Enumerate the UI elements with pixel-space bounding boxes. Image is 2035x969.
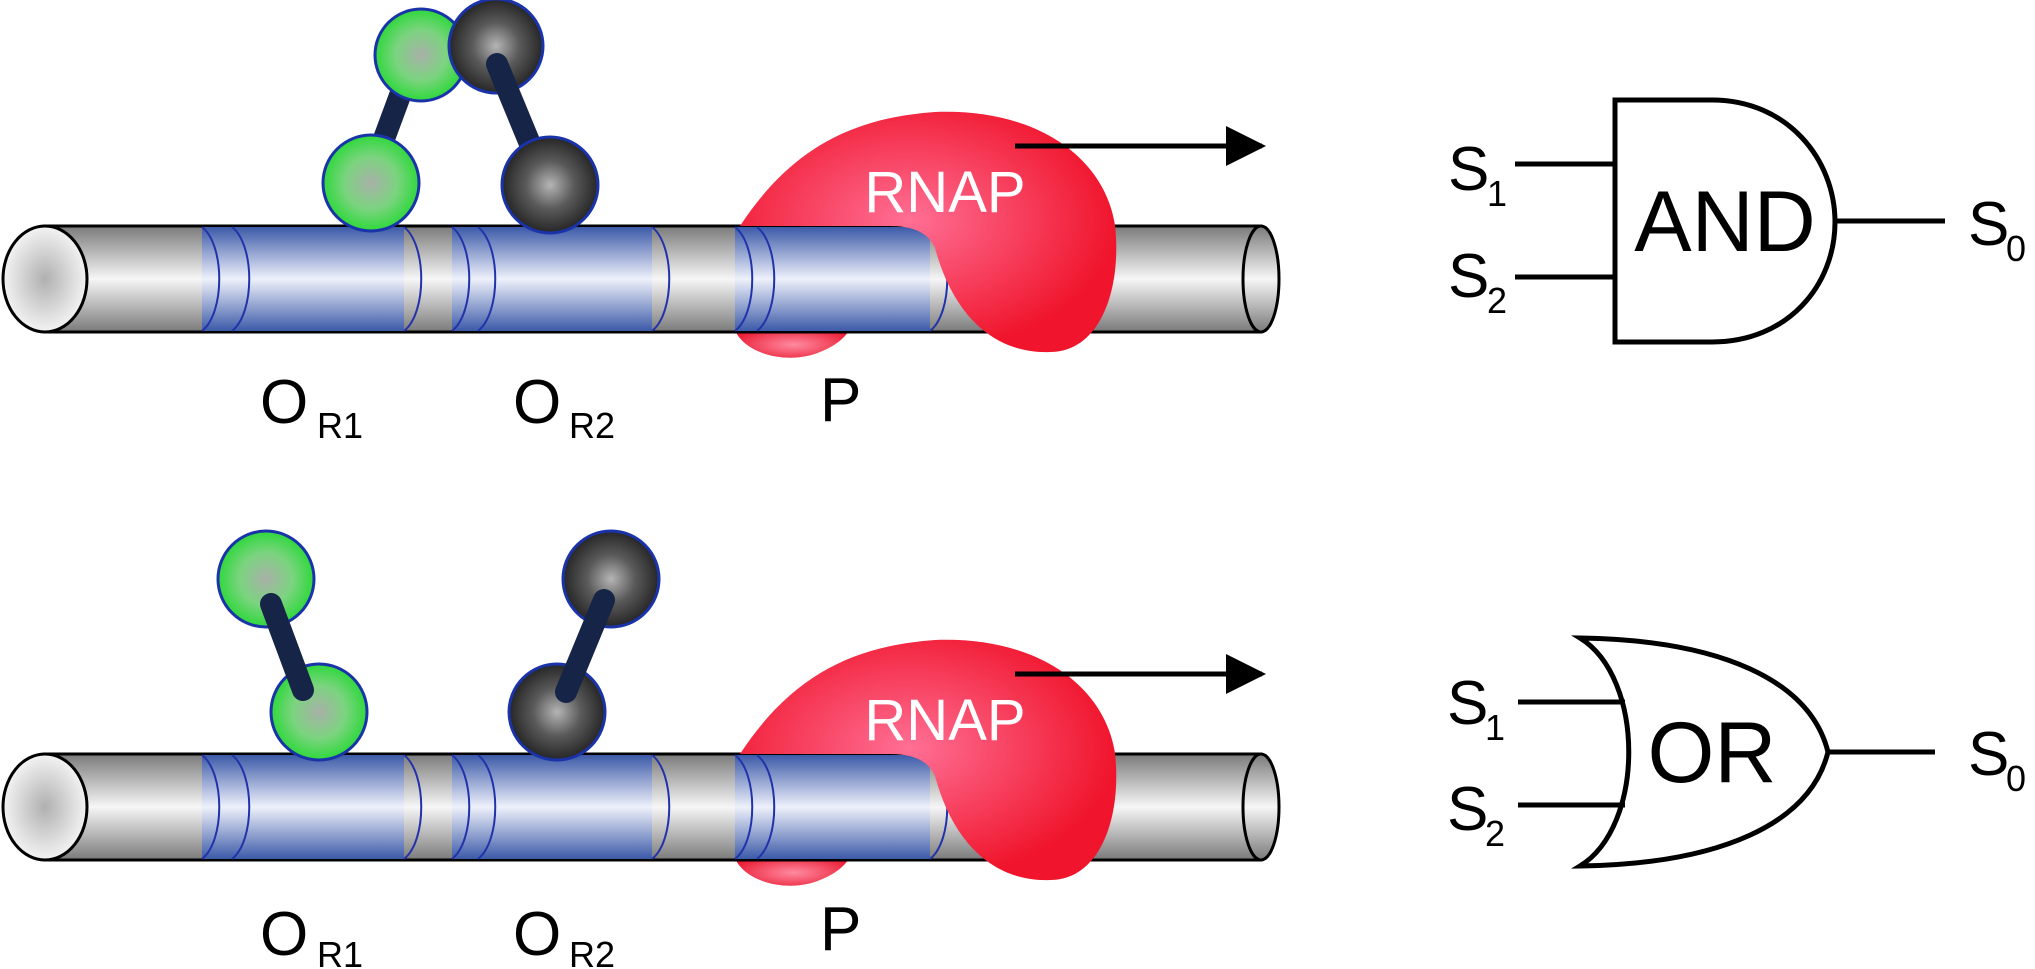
svg-text:0: 0 bbox=[2006, 758, 2026, 799]
svg-text:R1: R1 bbox=[317, 934, 363, 969]
or-input-s2-label: S 2 bbox=[1447, 775, 1505, 854]
svg-text:R2: R2 bbox=[569, 405, 615, 446]
svg-text:2: 2 bbox=[1485, 813, 1505, 854]
promoter-label: P bbox=[820, 895, 861, 964]
or-gate-label: OR bbox=[1648, 705, 1777, 801]
svg-text:R2: R2 bbox=[569, 934, 615, 969]
rnap-body bbox=[740, 111, 1117, 353]
or-output-s0-label: S 0 bbox=[1968, 720, 2026, 799]
rnap-body bbox=[740, 639, 1117, 881]
svg-text:S: S bbox=[1447, 669, 1488, 738]
and-input-s1-label: S 1 bbox=[1448, 135, 1507, 214]
or-gate: OR S 1 S 2 S 0 bbox=[1447, 635, 2026, 869]
operator-label-or2: O R2 bbox=[513, 368, 615, 446]
repressor-green bbox=[216, 529, 369, 762]
svg-text:O: O bbox=[513, 368, 561, 437]
svg-text:1: 1 bbox=[1487, 173, 1507, 214]
repressor-gray bbox=[507, 529, 661, 762]
svg-text:S: S bbox=[1448, 242, 1489, 311]
repressor-green bbox=[321, 7, 469, 233]
svg-text:S: S bbox=[1447, 775, 1488, 844]
repressor-gray bbox=[447, 0, 600, 235]
and-gate: AND S 1 S 2 S 0 bbox=[1448, 97, 2026, 345]
svg-text:0: 0 bbox=[2006, 228, 2026, 269]
rnap-label: RNAP bbox=[864, 160, 1025, 225]
promoter-label: P bbox=[820, 366, 861, 435]
svg-text:1: 1 bbox=[1485, 707, 1505, 748]
svg-text:O: O bbox=[260, 900, 308, 969]
svg-text:R1: R1 bbox=[317, 405, 363, 446]
and-gate-label: AND bbox=[1634, 174, 1816, 270]
and-input-s2-label: S 2 bbox=[1448, 242, 1507, 321]
svg-text:S: S bbox=[1968, 720, 2009, 789]
svg-text:S: S bbox=[1448, 135, 1489, 204]
svg-text:O: O bbox=[513, 900, 561, 969]
or-input-s1-label: S 1 bbox=[1447, 669, 1505, 748]
operator-label-or1: O R1 bbox=[260, 900, 363, 969]
panel-top: RNAP O R1 O R2 P bbox=[1, 0, 2026, 446]
svg-text:2: 2 bbox=[1487, 280, 1507, 321]
svg-text:O: O bbox=[260, 368, 308, 437]
operator-label-or1: O R1 bbox=[260, 368, 363, 446]
and-output-s0-label: S 0 bbox=[1968, 190, 2026, 269]
rnap-label: RNAP bbox=[864, 688, 1025, 753]
panel-bottom: RNAP O R1 O R2 P OR bbox=[1, 529, 2026, 969]
operator-label-or2: O R2 bbox=[513, 900, 615, 969]
svg-text:S: S bbox=[1968, 190, 2009, 259]
